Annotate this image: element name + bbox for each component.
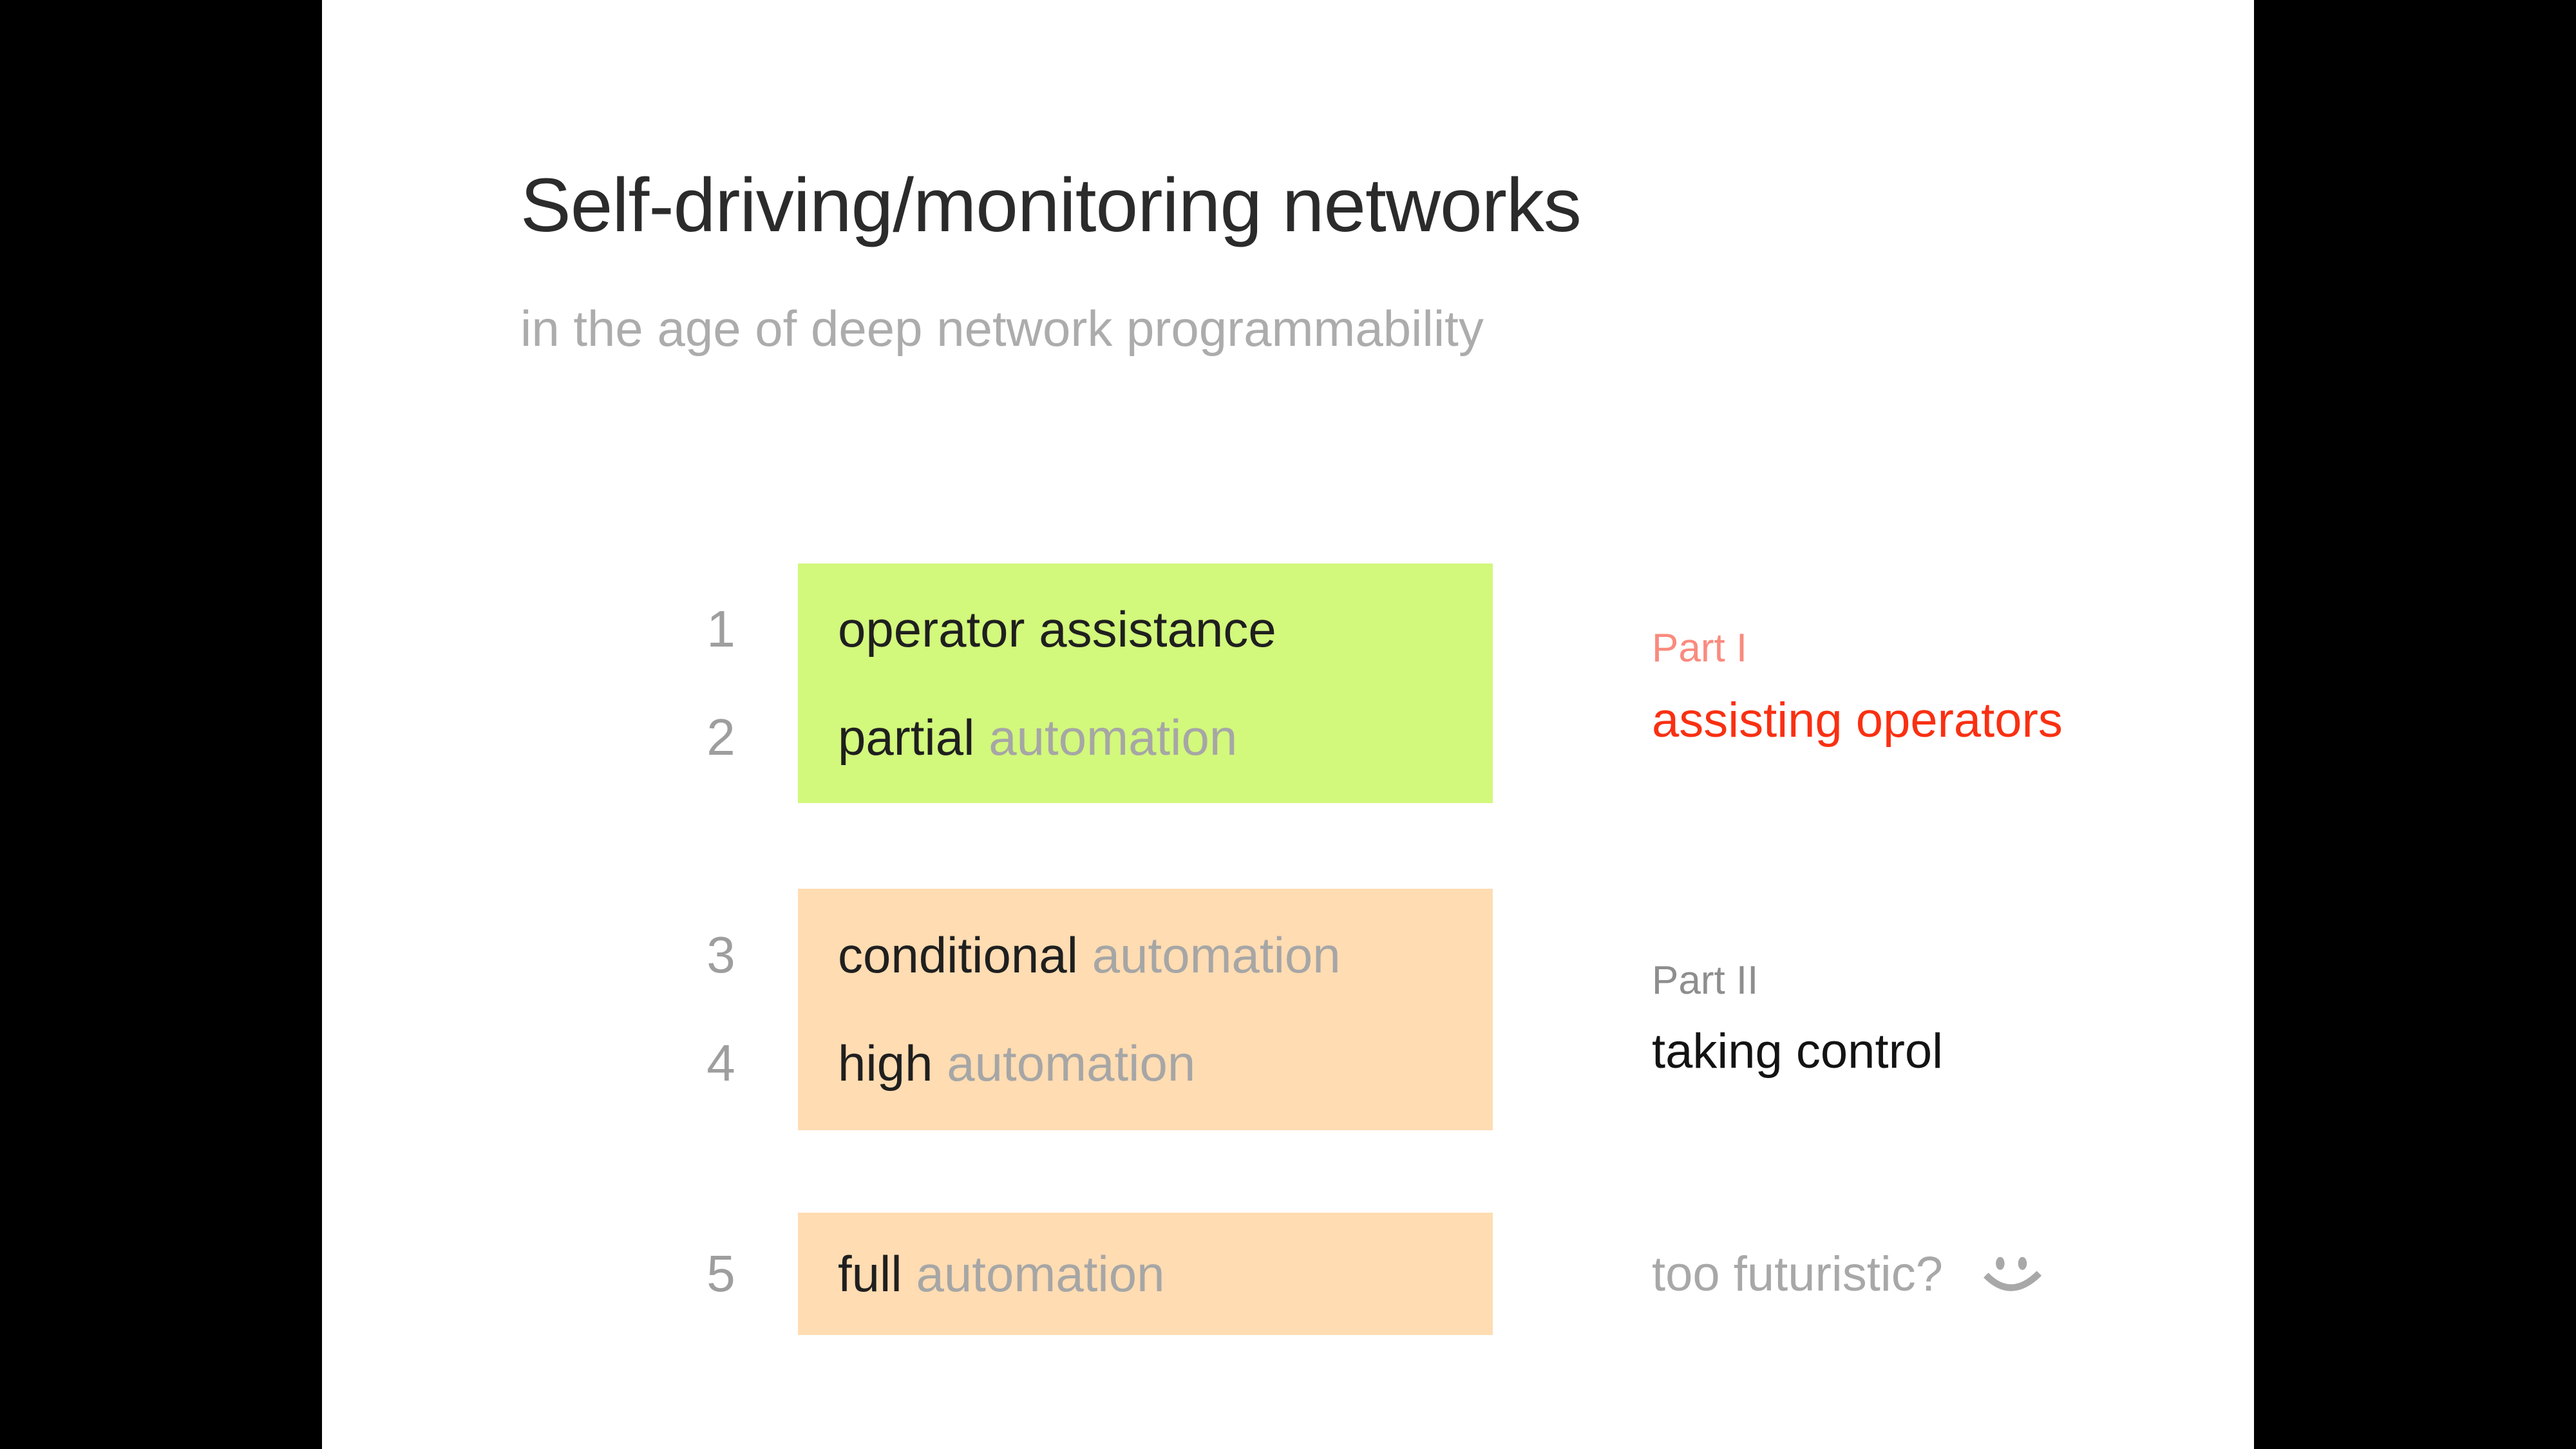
level-number-2: 2 bbox=[706, 708, 735, 766]
part1-title: assisting operators bbox=[1652, 693, 2063, 748]
level-3-rest: automation bbox=[1092, 927, 1341, 983]
level-numbers-column: 1 2 bbox=[644, 564, 798, 803]
smiley-face-icon bbox=[1984, 1256, 2042, 1291]
futuristic-text: too futuristic? bbox=[1652, 1247, 1943, 1302]
level-2-emphasis: partial bbox=[838, 709, 975, 766]
level-1-emphasis: operator assistance bbox=[838, 601, 1276, 658]
level-number-5: 5 bbox=[706, 1245, 735, 1302]
level-number-1: 1 bbox=[706, 600, 735, 658]
part2-title: taking control bbox=[1652, 1024, 1944, 1079]
slide-subtitle: in the age of deep network programmabili… bbox=[520, 300, 1484, 357]
level-numbers-column: 5 bbox=[644, 1213, 798, 1335]
letterbox-left bbox=[0, 0, 322, 1449]
slide-title: Self-driving/monitoring networks bbox=[520, 163, 1582, 248]
level-4-emphasis: high bbox=[838, 1035, 933, 1092]
level-5-emphasis: full bbox=[838, 1245, 902, 1302]
part1-label: Part I bbox=[1652, 626, 1748, 670]
level-4-rest: automation bbox=[947, 1035, 1196, 1092]
level-number-4: 4 bbox=[706, 1034, 735, 1092]
level-5-rest: automation bbox=[916, 1245, 1165, 1302]
presentation-slide: Self-driving/monitoring networks in the … bbox=[322, 0, 2254, 1449]
part2-label: Part II bbox=[1652, 958, 1759, 1003]
level-3-emphasis: conditional bbox=[838, 927, 1078, 983]
level-row-1: operator assistance bbox=[838, 575, 1493, 683]
level-number-3: 3 bbox=[706, 926, 735, 983]
futuristic-note: too futuristic? bbox=[1652, 1247, 2045, 1302]
letterbox-right bbox=[2254, 0, 2576, 1449]
level-2-rest: automation bbox=[989, 709, 1238, 766]
level-numbers-column: 3 4 bbox=[644, 889, 798, 1130]
